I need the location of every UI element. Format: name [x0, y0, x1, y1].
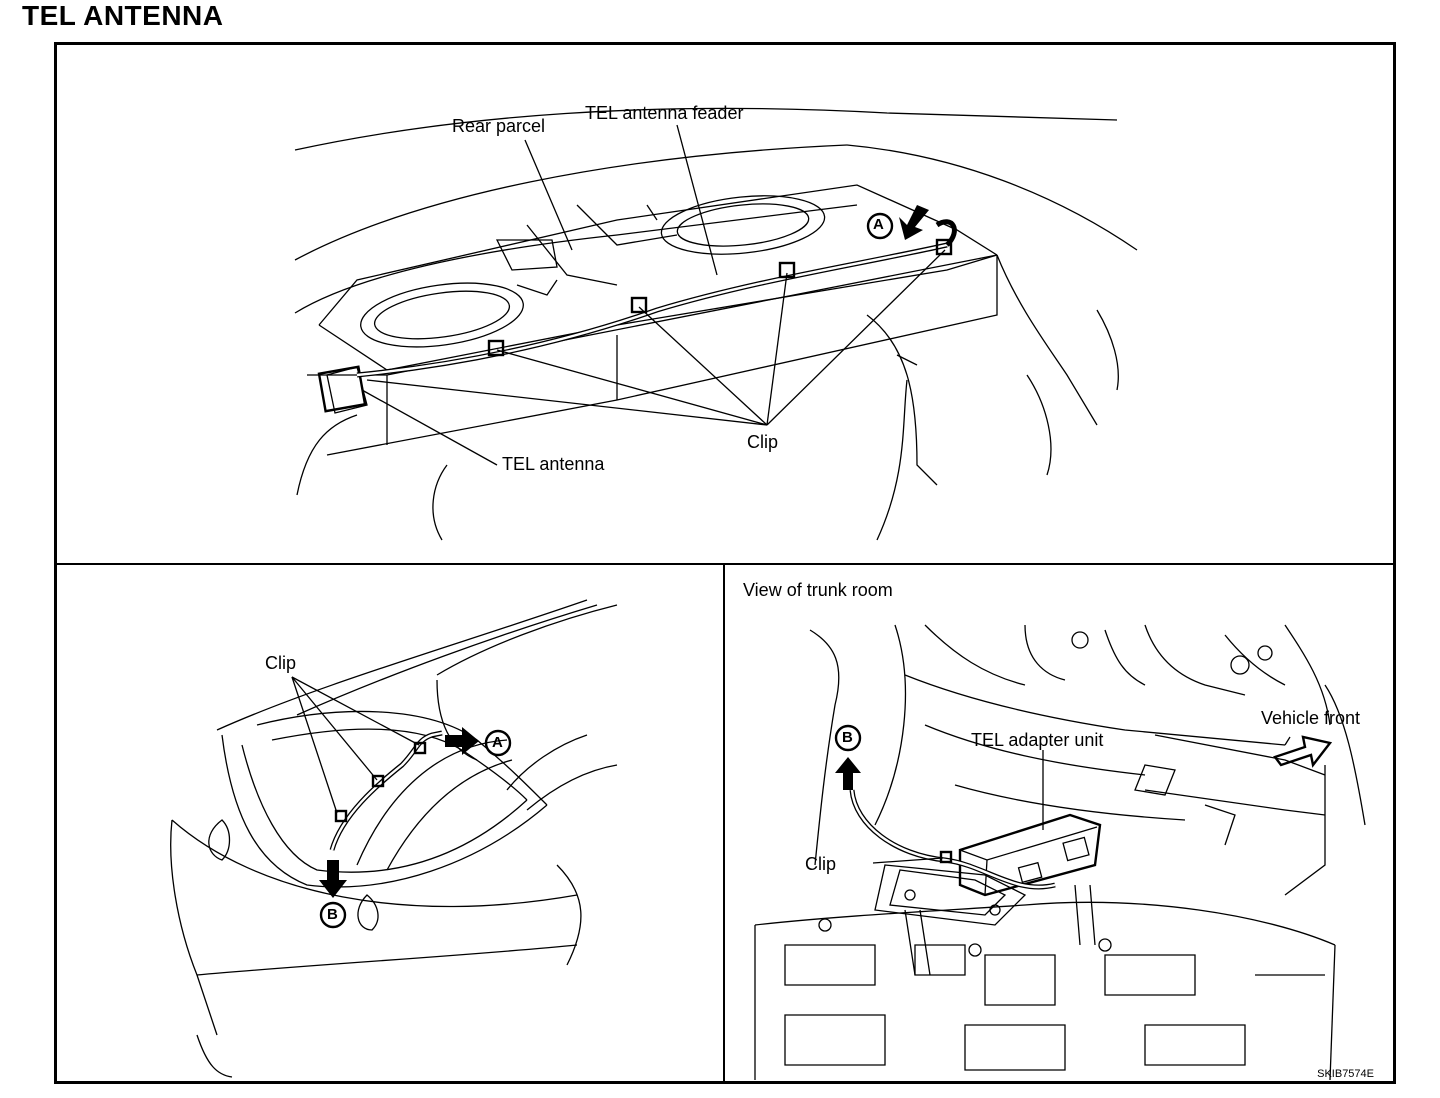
top-panel-rear-parcel-view: Rear parcel TEL antenna feader Clip TEL … [57, 45, 1393, 563]
marker-b-bottom-left: B [327, 906, 338, 923]
label-tel-antenna-feader: TEL antenna feader [585, 103, 744, 123]
marker-a-bottom-left: A [492, 734, 503, 751]
label-tel-adapter-unit: TEL adapter unit [971, 730, 1104, 750]
label-vehicle-front: Vehicle front [1261, 708, 1361, 728]
top-panel-illustration [294, 107, 1138, 541]
heading-view-of-trunk-room: View of trunk room [743, 580, 893, 600]
bottom-left-illustration [170, 599, 618, 1078]
marker-b-bottom-right: B [842, 729, 853, 746]
figure-code: SKIB7574E [1317, 1068, 1374, 1080]
label-clip-bottom-left: Clip [265, 653, 297, 673]
label-rear-parcel: Rear parcel [452, 116, 546, 136]
bottom-right-illustration [754, 624, 1366, 1081]
label-clip-bottom-right: Clip [805, 854, 837, 874]
vertical-divider [723, 565, 725, 1081]
label-clip-top: Clip [747, 432, 779, 452]
label-tel-antenna: TEL antenna [502, 454, 605, 474]
page-title: TEL ANTENNA [22, 0, 224, 31]
bottom-right-panel-trunk-room: View of trunk room B TEL adapter unit Ve… [725, 565, 1393, 1081]
figure-frame [54, 42, 1396, 1084]
marker-a-top: A [873, 216, 884, 233]
bottom-left-panel-trunk-lid: Clip A B [57, 565, 723, 1081]
horizontal-divider [57, 563, 1393, 565]
